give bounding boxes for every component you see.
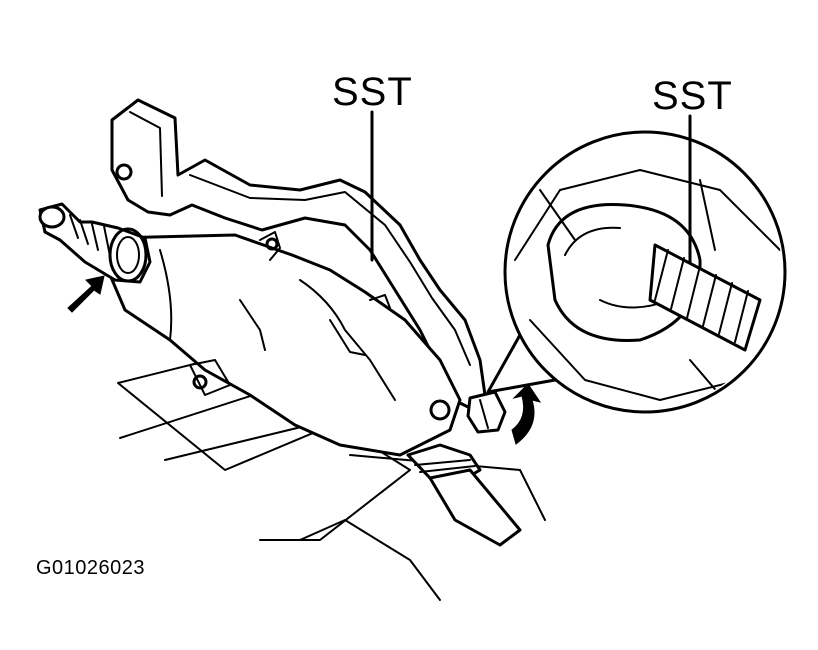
rotate-arrow [511, 383, 542, 445]
detail-magnifier [503, 130, 787, 414]
sst-label-main: SST [332, 70, 413, 114]
sst-label-detail: SST [652, 74, 733, 118]
push-arrow [67, 275, 105, 313]
splined-shaft [38, 202, 152, 284]
lower-shaft [406, 443, 522, 547]
puller-bolt [466, 390, 507, 434]
figure-id: G01026023 [36, 557, 146, 579]
steering-column-housing [108, 231, 462, 457]
sst-leader-lines [370, 110, 692, 264]
